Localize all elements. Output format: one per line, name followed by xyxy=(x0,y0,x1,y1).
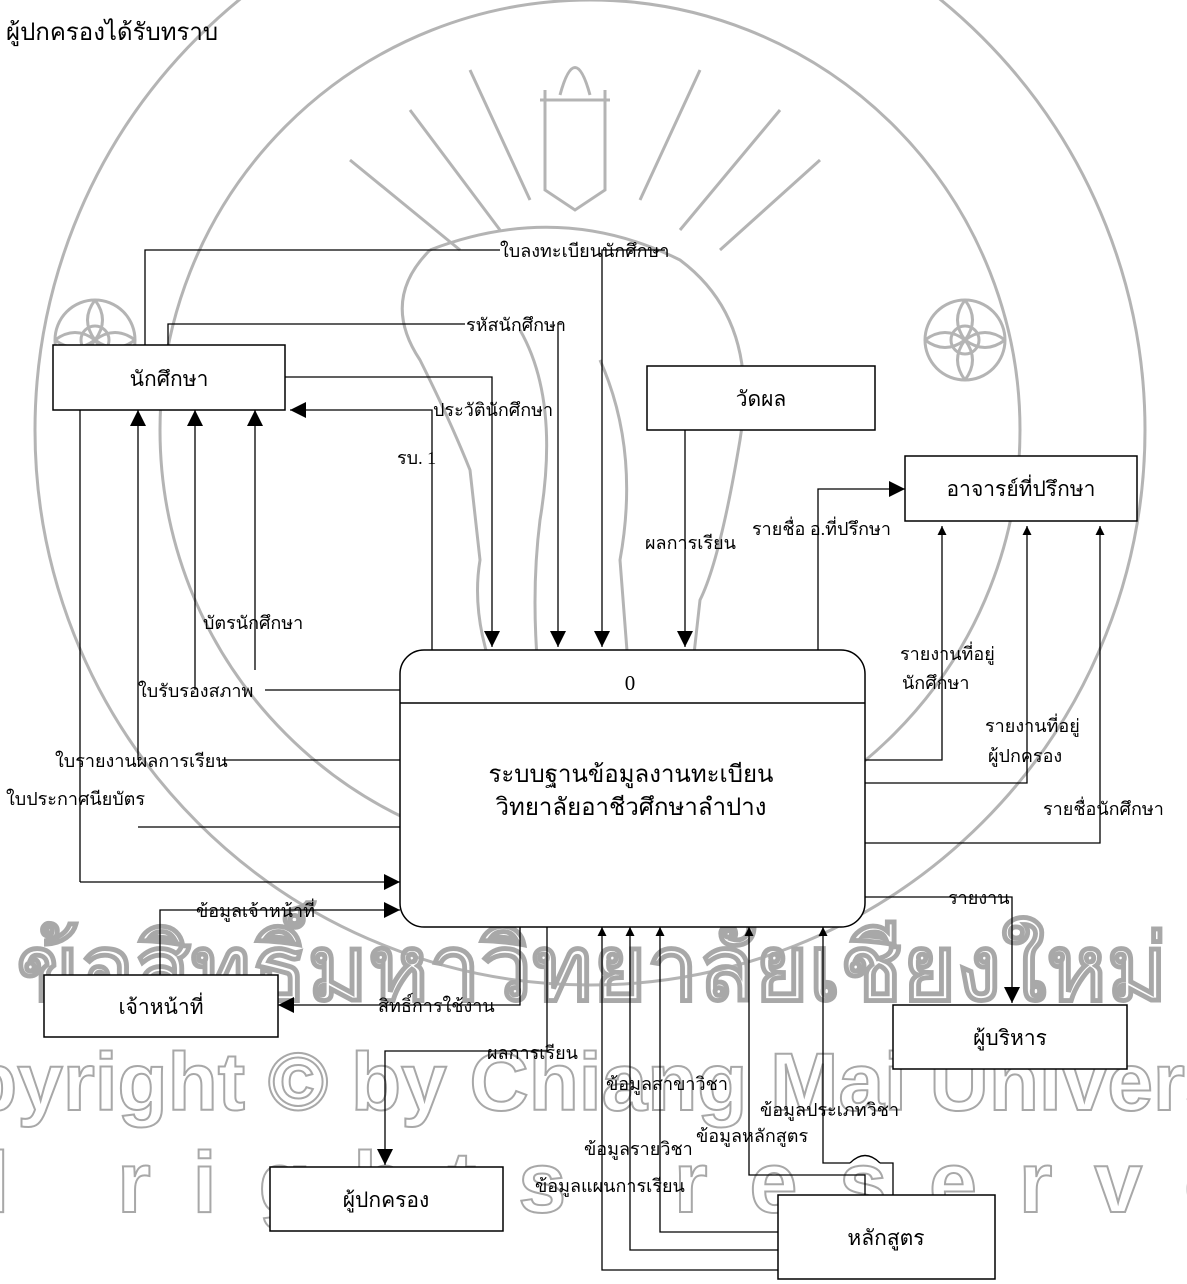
flow-rb1 xyxy=(290,402,433,650)
entity-evaluation-label: วัดผล xyxy=(736,387,787,411)
flow-curriculum-data xyxy=(744,927,866,1195)
process-title-line2: วิทยาลัยอาชีวศึกษาลำปาง xyxy=(495,794,766,821)
flow-student-id xyxy=(167,323,562,647)
label-branch-data: ข้อมูลสาขาวิชา xyxy=(606,1074,728,1095)
flow-student-history xyxy=(285,376,500,647)
flow-student-address xyxy=(865,526,947,761)
label-student-address-l1: รายงานที่อยู่ xyxy=(900,641,995,665)
flow-subject-type-data xyxy=(823,927,894,1195)
entity-parent[interactable]: ผู้ปกครอง xyxy=(269,1166,504,1232)
label-subject-type-data: ข้อมูลประเภทวิชา xyxy=(760,1100,899,1121)
entity-curriculum[interactable]: หลักสูตร xyxy=(777,1194,996,1280)
label-access-rights: สิทธิ์การใช้งาน xyxy=(378,992,495,1016)
watermark-emblem xyxy=(349,66,822,691)
label-parent-address-l2: ผู้ปกครอง xyxy=(988,746,1062,767)
flow-student-names xyxy=(865,526,1105,844)
process-number: 0 xyxy=(625,671,636,695)
entity-staff-label: เจ้าหน้าที่ xyxy=(118,992,203,1019)
entity-executive-label: ผู้บริหาร xyxy=(973,1026,1047,1051)
label-registration-form: ใบลงทะเบียนนักศึกษา xyxy=(500,240,670,261)
watermark-seal-outer xyxy=(33,0,1147,987)
flow-parent-address xyxy=(865,526,1032,784)
label-student-history: ประวัตินักศึกษา xyxy=(433,400,553,420)
flow-staff-data xyxy=(159,902,400,975)
flow-diploma xyxy=(79,410,400,882)
flow-study-plan-data xyxy=(597,927,778,1271)
label-parent-address-l1: รายงานที่อยู่ xyxy=(985,713,1080,737)
label-grade-report: ใบรายงานผลการเรียน xyxy=(55,750,228,771)
page-header: ผู้ปกครองได้รับทราบ xyxy=(6,18,218,47)
entity-curriculum-label: หลักสูตร xyxy=(847,1226,924,1251)
watermark-flower-right xyxy=(923,298,1007,382)
label-report: รายงาน xyxy=(948,888,1010,908)
entity-staff[interactable]: เจ้าหน้าที่ xyxy=(43,974,279,1038)
process-main[interactable]: 0 ระบบฐานข้อมูลงานทะเบียน วิทยาลัยอาชีวศ… xyxy=(399,649,866,928)
flow-crossing-hop xyxy=(849,1154,881,1164)
label-student-card: บัตรนักศึกษา xyxy=(203,613,303,633)
flow-status-certificate xyxy=(195,410,400,691)
label-advisor-names: รายชื่อ อ.ที่ปรึกษา xyxy=(752,516,891,539)
flow-report xyxy=(860,896,1020,1003)
flow-lines xyxy=(79,249,1105,1271)
flow-registration-form xyxy=(144,249,665,647)
flow-learning-result-out xyxy=(377,927,548,1165)
entity-parent-label: ผู้ปกครอง xyxy=(343,1188,430,1213)
entity-advisor[interactable]: อาจารย์ที่ปรึกษา xyxy=(904,455,1138,522)
label-study-plan-data: ข้อมูลแผนการเรียน xyxy=(535,1176,685,1197)
flow-grade-report xyxy=(138,410,400,761)
flow-course-data xyxy=(625,927,778,1251)
entity-advisor-label: อาจารย์ที่ปรึกษา xyxy=(947,474,1096,501)
flow-advisor-names xyxy=(817,481,905,650)
label-status-certificate: ใบรับรองสภาพ xyxy=(138,680,253,701)
label-student-id: รหัสนักศึกษา xyxy=(466,315,566,335)
label-student-names: รายชื่อนักศึกษา xyxy=(1043,796,1164,819)
entity-student[interactable]: นักศึกษา xyxy=(52,344,286,411)
label-rb1: รบ. 1 xyxy=(397,448,436,468)
label-curriculum-data: ข้อมูลหลักสูตร xyxy=(696,1126,808,1147)
entity-evaluation[interactable]: วัดผล xyxy=(646,365,876,431)
flow-access-rights xyxy=(278,927,521,1013)
flow-branch-data xyxy=(655,927,778,1233)
label-learning-result-in: ผลการเรียน xyxy=(645,533,736,553)
label-student-address-l2: นักศึกษา xyxy=(902,673,970,693)
label-course-data: ข้อมูลรายวิชา xyxy=(584,1139,693,1160)
entity-student-label: นักศึกษา xyxy=(130,367,209,391)
entity-executive[interactable]: ผู้บริหาร xyxy=(892,1004,1128,1070)
label-diploma: ใบประกาศนียบัตร xyxy=(6,788,145,809)
label-learning-result-out: ผลการเรียน xyxy=(487,1043,578,1063)
flow-labels: ใบลงทะเบียนนักศึกษา รหัสนักศึกษา ประวัติ… xyxy=(6,240,1164,1197)
label-staff-data: ข้อมูลเจ้าหน้าที่ xyxy=(196,898,315,922)
process-title-line1: ระบบฐานข้อมูลงานทะเบียน xyxy=(489,761,774,789)
